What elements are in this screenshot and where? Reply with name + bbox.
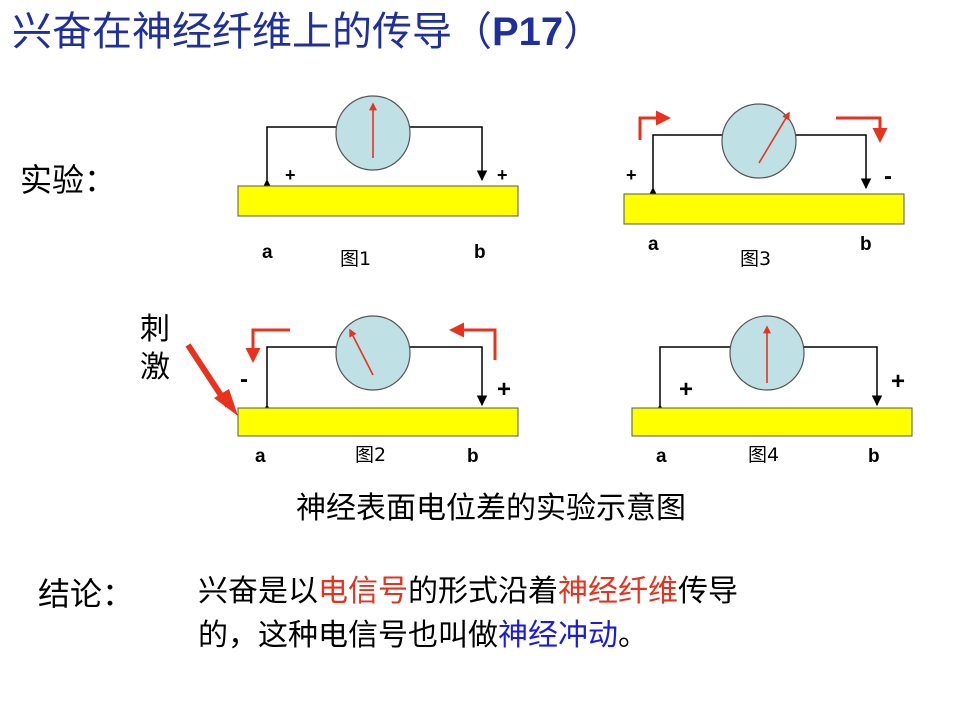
- diagram-caption: 神经表面电位差的实验示意图: [296, 491, 686, 526]
- fig2-nerve-fiber: [237, 407, 519, 437]
- conclusion-text: 。: [618, 618, 648, 653]
- fig4-right-wire: [804, 346, 883, 407]
- fig2-right-wire: [410, 346, 488, 407]
- figure-1: [237, 95, 519, 217]
- fig2-left-wire: [261, 346, 337, 415]
- conclusion-text: 兴奋是以: [198, 574, 318, 609]
- fig2-left-pole: -: [240, 366, 248, 393]
- conclusion-text: 传导: [678, 574, 738, 609]
- fig3-right-pole: -: [884, 163, 892, 190]
- fig3-galvanometer: [721, 103, 797, 179]
- fig3-left-wire: [647, 134, 723, 198]
- fig1-right-pole: +: [497, 165, 508, 185]
- title-close: ）: [563, 9, 604, 55]
- fig4-end-b: b: [868, 446, 880, 467]
- fig4-nerve-fiber: [631, 407, 913, 437]
- fig2-current-arrow-right: [449, 322, 497, 360]
- conclusion-line-1: 兴奋是以电信号的形式沿着神经纤维传导: [198, 570, 738, 614]
- fig1-left-pole: +: [285, 165, 296, 185]
- fig2-current-arrow-left: [245, 328, 290, 363]
- fig1-end-a: a: [262, 242, 273, 263]
- fig3-needle: [758, 111, 790, 164]
- stimulus-label-2: 激: [140, 350, 170, 385]
- fig2-galvanometer: [335, 315, 411, 391]
- fig3-current-arrow-right: [836, 116, 888, 143]
- fig3-end-a: a: [648, 234, 659, 255]
- fig3-nerve-fiber: [623, 193, 905, 225]
- fig3-end-b: b: [860, 234, 872, 255]
- fig4-caption: 图4: [748, 444, 780, 466]
- highlight-nerve-fiber: 神经纤维: [558, 574, 678, 609]
- title-main: 兴奋在神经纤维上的传导（: [12, 9, 492, 55]
- fig3-current-arrow-left: [638, 110, 671, 140]
- fig4-end-a: a: [656, 446, 667, 467]
- figure-4: [631, 315, 913, 437]
- figure-3: [623, 103, 905, 225]
- highlight-nerve-impulse: 神经冲动: [498, 618, 618, 653]
- highlight-electric-signal: 电信号: [318, 574, 408, 609]
- fig3-left-pole: +: [626, 165, 637, 185]
- fig1-nerve-fiber: [237, 185, 519, 217]
- experiment-label: 实验：: [20, 161, 117, 199]
- fig4-right-pole: +: [891, 368, 906, 395]
- conclusion-line-2: 的，这种电信号也叫做神经冲动。: [198, 614, 648, 658]
- fig2-caption: 图2: [355, 444, 387, 466]
- conclusion-text: 的形式沿着: [408, 574, 558, 609]
- fig1-left-wire: [261, 126, 337, 190]
- fig2-right-pole: +: [497, 376, 512, 403]
- fig2-end-a: a: [255, 446, 266, 467]
- fig1-caption: 图1: [340, 248, 372, 270]
- conclusion-text: 的，这种电信号也叫做: [198, 618, 498, 653]
- fig2-end-b: b: [467, 446, 479, 467]
- fig1-end-b: b: [474, 242, 486, 263]
- fig1-right-wire: [410, 126, 488, 182]
- stimulus-label-1: 刺: [140, 312, 170, 347]
- fig3-right-wire: [796, 134, 872, 190]
- fig4-left-wire: [654, 346, 731, 415]
- fig3-caption: 图3: [740, 248, 772, 270]
- title-page-ref: P17: [492, 10, 564, 54]
- stimulus-arrow-icon: [214, 389, 238, 416]
- fig2-needle: [349, 328, 374, 376]
- figure-2: [185, 315, 519, 437]
- page-title: 兴奋在神经纤维上的传导（P17）: [12, 6, 603, 58]
- conclusion-label: 结论：: [38, 575, 135, 613]
- fig4-left-pole: +: [679, 376, 694, 403]
